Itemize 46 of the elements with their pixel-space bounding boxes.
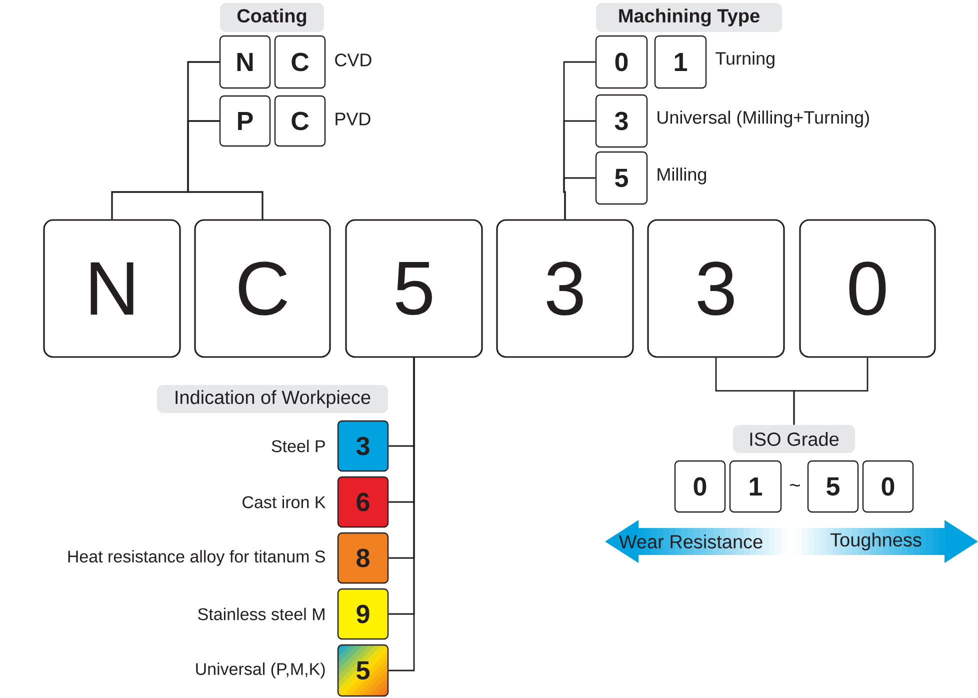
- code-box: C: [274, 35, 326, 89]
- heading-tag: Indication of Workpiece: [157, 385, 388, 413]
- code-box: 0: [799, 219, 936, 358]
- material-label: Cast iron K: [242, 496, 326, 508]
- color-code-box: 3: [337, 420, 389, 472]
- code-box: C: [194, 219, 331, 358]
- arrow-label: Wear Resistance: [618, 534, 762, 548]
- range-sign: ~: [790, 484, 800, 487]
- code-box: 5: [345, 219, 483, 358]
- color-code-box: 5: [337, 644, 389, 697]
- connector-line: [793, 358, 868, 425]
- connector-line: [388, 358, 415, 672]
- connector-line: [563, 177, 596, 220]
- heading-tag: Machining Type: [596, 3, 782, 32]
- code-box: 3: [496, 219, 634, 358]
- code-box: 0: [674, 460, 726, 513]
- code-box: 3: [647, 219, 785, 358]
- code-box: N: [43, 219, 181, 358]
- option-label: Universal (Milling+Turning): [658, 110, 869, 128]
- option-label: Turning: [716, 52, 774, 68]
- option-label: PVD: [336, 112, 370, 126]
- code-box: P: [219, 95, 271, 147]
- code-box: 5: [595, 151, 648, 205]
- code-box: 0: [595, 35, 648, 89]
- code-box: 1: [654, 35, 707, 89]
- code-box: 3: [595, 94, 648, 148]
- color-code-box: 6: [337, 476, 389, 528]
- double-arrow: [605, 520, 978, 563]
- connector-line: [187, 120, 264, 220]
- material-label: Heat resistance alloy for titanum S: [68, 550, 325, 566]
- arrow-label: Toughness: [830, 532, 922, 550]
- code-box: 1: [729, 460, 782, 513]
- color-code-box: 9: [337, 588, 389, 640]
- option-label: CVD: [335, 54, 372, 66]
- material-label: Stainless steel M: [198, 608, 324, 620]
- code-box: 5: [807, 460, 859, 513]
- code-box: C: [274, 95, 326, 147]
- heading-tag: Coating: [220, 3, 324, 32]
- node-label: 5: [356, 661, 370, 680]
- material-label: Steel P: [272, 440, 325, 452]
- material-label: Universal (P,M,K): [196, 662, 325, 678]
- option-label: Milling: [658, 168, 706, 184]
- heading-tag: ISO Grade: [733, 425, 855, 453]
- code-box: N: [219, 35, 271, 89]
- code-box: 0: [862, 460, 914, 513]
- color-code-box: 8: [337, 532, 389, 584]
